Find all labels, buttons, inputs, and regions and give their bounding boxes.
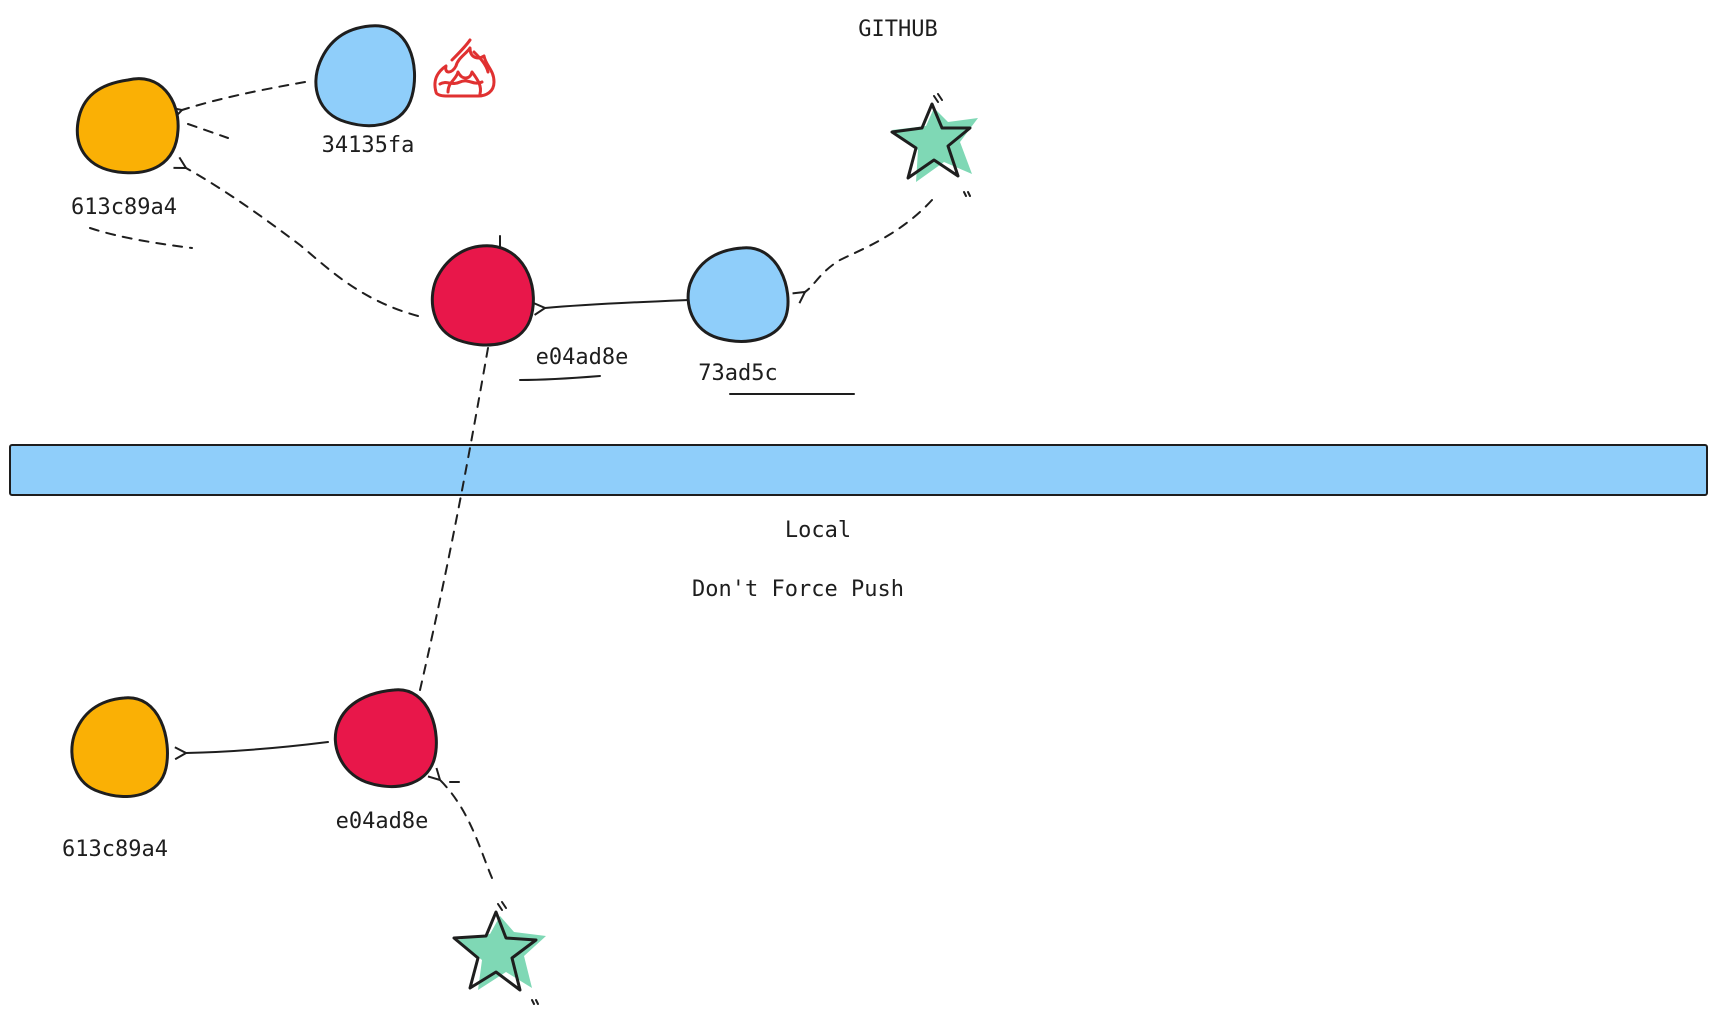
fire-icon: [433, 38, 496, 98]
edge-remote-e04ad8e-to-local-e04ad8e: [419, 347, 489, 691]
star-icon-local-head: [452, 901, 546, 1005]
remote-title: GITHUB: [858, 17, 937, 42]
edge-73ad5c-to-e04ad8e: [545, 299, 689, 308]
remote-local-divider: [9, 444, 1708, 496]
force-push-note: Don't Force Push: [692, 577, 904, 602]
commit-node-613c89a4-remote: [75, 77, 180, 175]
commit-label-73ad5c: 73ad5c: [698, 361, 777, 386]
edge-613c89a4-under-stroke: [89, 227, 193, 249]
edge-star-to-73ad5c: [805, 199, 933, 292]
commit-label-613c89a4-remote: 613c89a4: [71, 195, 177, 220]
edge-local-e04ad8e-to-613c89a4: [186, 741, 329, 753]
commit-label-e04ad8e-remote: e04ad8e: [536, 345, 629, 370]
edge-34135fa-tail-mark: [187, 123, 229, 139]
commit-node-34135fa: [314, 24, 417, 128]
star-icon-remote-head: [890, 93, 978, 197]
commit-label-34135fa: 34135fa: [322, 133, 415, 158]
local-title: Local: [785, 518, 851, 543]
edge-local-star-to-e04ad8e: [440, 780, 493, 879]
label-underline-e04ad8e: [519, 375, 601, 381]
commit-label-e04ad8e-local: e04ad8e: [336, 809, 429, 834]
edge-e04ad8e-to-613c89a4: [186, 168, 419, 317]
commit-node-73ad5c: [686, 246, 790, 343]
commit-node-e04ad8e-remote: [430, 235, 535, 347]
commit-node-613c89a4-local: [70, 696, 169, 799]
commit-node-e04ad8e-local: [333, 688, 438, 789]
edge-34135fa-to-613c89a4: [182, 81, 306, 110]
commit-label-613c89a4-local: 613c89a4: [62, 837, 168, 862]
